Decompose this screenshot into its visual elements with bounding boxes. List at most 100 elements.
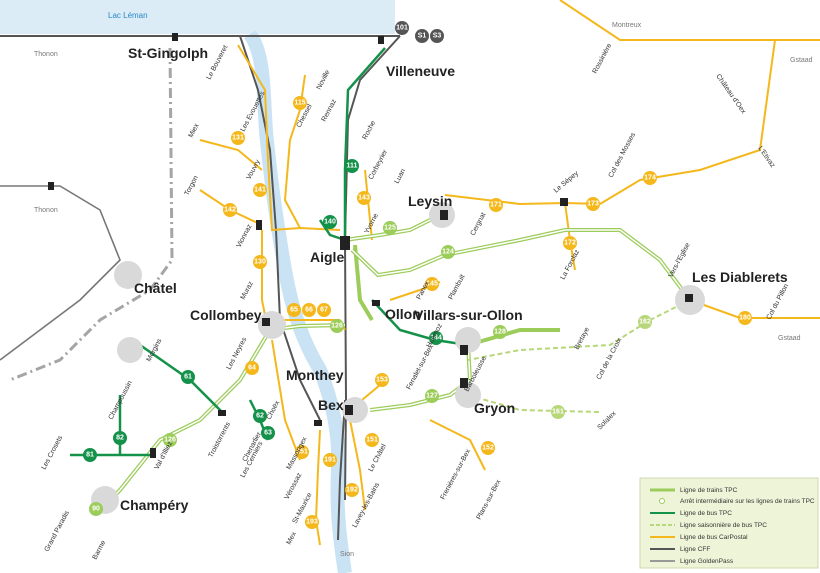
svg-text:Le Sépey: Le Sépey — [553, 170, 581, 195]
line-badge — [415, 29, 429, 43]
line-badge — [330, 319, 344, 333]
line-badge — [163, 433, 177, 447]
town-leysin: Leysin — [408, 193, 452, 209]
legend-item: Ligne de trains TPC — [680, 487, 738, 494]
svg-text:140: 140 — [324, 219, 336, 226]
svg-text:Troistorrents: Troistorrents — [208, 421, 233, 459]
svg-text:125: 125 — [384, 225, 396, 232]
svg-text:161: 161 — [552, 409, 564, 416]
svg-text:Col du Pillon: Col du Pillon — [766, 283, 791, 321]
town-st-gingolph: St-Gingolph — [128, 45, 208, 61]
legend-item: Ligne de bus CarPostal — [680, 534, 748, 541]
svg-text:81: 81 — [86, 452, 94, 459]
town-chatel: Châtel — [134, 280, 177, 296]
svg-text:191: 191 — [324, 457, 336, 464]
svg-text:143: 143 — [358, 195, 370, 202]
svg-text:Frenières-sur-Bex: Frenières-sur-Bex — [440, 448, 473, 501]
line-badge — [287, 303, 301, 317]
line-badge — [441, 245, 455, 259]
svg-text:115: 115 — [294, 100, 305, 107]
line-badge — [395, 21, 409, 35]
legend-item: Ligne GoldenPass — [680, 558, 734, 565]
town-ollon: Ollon — [385, 306, 421, 322]
line-badge — [586, 197, 600, 211]
svg-text:193: 193 — [306, 519, 318, 526]
svg-text:Col de la Croix: Col de la Croix — [596, 337, 624, 381]
svg-text:Muraz: Muraz — [240, 280, 256, 301]
line-badge — [429, 331, 443, 345]
line-badge — [253, 183, 267, 197]
national-border — [9, 47, 174, 382]
svg-text:162: 162 — [639, 319, 651, 326]
seasonal-bus-lines — [467, 299, 691, 413]
line-badge — [345, 159, 359, 173]
top-badges: 101 S1 S3 — [395, 21, 444, 43]
direction-sion: Sion — [340, 551, 354, 558]
line-badge — [261, 426, 275, 440]
svg-text:144: 144 — [430, 335, 442, 342]
town-collombey: Collombey — [190, 307, 262, 323]
svg-text:126: 126 — [331, 323, 343, 330]
svg-text:142: 142 — [224, 207, 236, 214]
svg-text:Vouvry: Vouvry — [246, 158, 262, 181]
svg-text:145: 145 — [426, 281, 438, 288]
svg-text:Vérossaz: Vérossaz — [284, 471, 304, 500]
svg-text:131: 131 — [232, 135, 244, 142]
svg-text:64: 64 — [248, 365, 256, 372]
svg-text:174: 174 — [644, 175, 656, 182]
tpc-train-lines — [98, 213, 692, 512]
svg-text:Château d'Oex: Château d'Oex — [714, 73, 747, 115]
cff-line-thonon — [0, 185, 121, 361]
line-badge — [89, 502, 103, 516]
svg-text:Mex: Mex — [286, 531, 299, 546]
town-circles — [91, 202, 705, 514]
goldenpass-line — [559, 0, 820, 41]
line-badge — [425, 389, 439, 403]
svg-text:Luan: Luan — [394, 168, 408, 185]
line-badge — [253, 255, 267, 269]
svg-text:Barme: Barme — [92, 539, 108, 561]
lake-label: Lac Léman — [108, 11, 148, 20]
svg-text:151: 151 — [296, 449, 308, 456]
svg-text:Noville: Noville — [316, 69, 332, 91]
svg-text:180: 180 — [739, 315, 751, 322]
svg-text:Plambuit: Plambuit — [448, 274, 467, 301]
line-badge — [295, 445, 309, 459]
line-badge — [383, 221, 397, 235]
town-les-diablerets: Les Diablerets — [692, 269, 788, 285]
line-badge — [345, 483, 359, 497]
svg-text:173: 173 — [587, 201, 599, 208]
svg-text:Roche: Roche — [362, 120, 378, 141]
direction-thonon-top: Thonon — [34, 51, 58, 58]
svg-text:Les Neyres: Les Neyres — [226, 336, 249, 371]
svg-text:171: 171 — [490, 202, 502, 209]
svg-text:67: 67 — [320, 307, 328, 314]
legend-item: Ligne CFF — [680, 546, 710, 553]
svg-text:111: 111 — [347, 163, 358, 170]
line-badge — [638, 315, 652, 329]
line-badge — [253, 409, 267, 423]
direction-thonon-mid: Thonon — [34, 207, 58, 214]
train-badges: 125 124 126 128 127 126 90 162 161 — [89, 221, 652, 516]
lake-geneva — [0, 0, 395, 34]
svg-text:153: 153 — [376, 377, 388, 384]
svg-text:128: 128 — [494, 329, 506, 336]
svg-text:Grand Paradis: Grand Paradis — [44, 509, 72, 553]
cff-line-south — [337, 399, 346, 541]
line-badge — [83, 448, 97, 462]
svg-text:Le Châtel: Le Châtel — [368, 443, 388, 473]
svg-text:Choëx: Choëx — [266, 399, 282, 421]
town-villeneuve: Villeneuve — [386, 63, 455, 79]
svg-text:Miex: Miex — [188, 122, 201, 139]
direction-gstaad-top: Gstaad — [790, 57, 813, 64]
svg-text:127: 127 — [426, 393, 438, 400]
line-badge — [293, 96, 307, 110]
svg-text:S1: S1 — [418, 33, 427, 40]
svg-text:82: 82 — [116, 435, 124, 442]
svg-text:124: 124 — [442, 249, 454, 256]
line-badge — [375, 373, 389, 387]
svg-text:141: 141 — [254, 187, 266, 194]
line-badge — [481, 441, 495, 455]
carpostal-badges: 115 131 141 142 130 143 171 173 174 172 … — [223, 96, 752, 529]
